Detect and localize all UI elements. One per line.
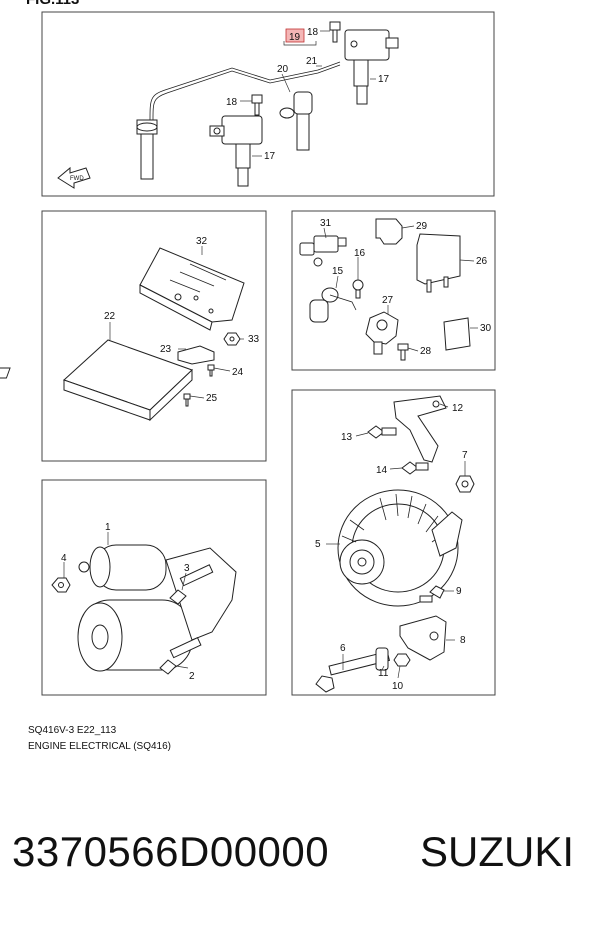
plug-wire-outline bbox=[152, 64, 341, 121]
callout-17-left: 17 bbox=[264, 151, 276, 162]
callout-7: 7 bbox=[462, 450, 468, 461]
callout-9: 9 bbox=[456, 586, 462, 597]
bolt-14 bbox=[401, 461, 429, 475]
callout-24: 24 bbox=[232, 367, 244, 378]
callout-17-right: 17 bbox=[378, 74, 390, 85]
callout-12: 12 bbox=[452, 403, 464, 414]
sensor-27 bbox=[365, 311, 399, 355]
callout-32: 32 bbox=[196, 236, 208, 247]
nut-4 bbox=[51, 577, 71, 593]
fwd-arrow-icon: FWD bbox=[57, 166, 91, 189]
callout-18-top: 18 bbox=[307, 27, 319, 38]
callout-25: 25 bbox=[206, 393, 218, 404]
bolt-18-left bbox=[251, 94, 263, 116]
callout-2: 2 bbox=[189, 671, 195, 682]
bolt-18-right bbox=[329, 21, 341, 43]
bracket-8 bbox=[399, 615, 447, 661]
callout-14: 14 bbox=[376, 465, 388, 476]
bolt-3 bbox=[169, 564, 214, 605]
callout-22: 22 bbox=[104, 311, 116, 322]
callout-11: 11 bbox=[378, 668, 389, 679]
callout-15: 15 bbox=[332, 266, 344, 277]
callout-31: 31 bbox=[320, 218, 332, 229]
screw-24 bbox=[207, 364, 215, 377]
plug-boot-tube bbox=[140, 133, 154, 180]
ecm-unit-22 bbox=[0, 339, 193, 422]
callout-20: 20 bbox=[277, 64, 289, 75]
callout-13: 13 bbox=[341, 432, 353, 443]
screw-25 bbox=[183, 393, 191, 407]
fwd-label: FWD bbox=[70, 176, 84, 182]
callout-33: 33 bbox=[248, 334, 260, 345]
bolt-28 bbox=[397, 343, 409, 361]
bracket-23 bbox=[177, 345, 215, 365]
ignition-coil-right bbox=[344, 29, 399, 105]
ecm-cover-32 bbox=[139, 247, 245, 331]
callout-26: 26 bbox=[476, 256, 488, 267]
panel-alternator bbox=[291, 389, 496, 696]
bolt-9 bbox=[419, 585, 445, 603]
connector-31 bbox=[299, 235, 347, 267]
callout-3: 3 bbox=[184, 563, 190, 574]
product-line: 3370566D00000 SUZUKI bbox=[0, 828, 600, 898]
bolt-13 bbox=[367, 425, 397, 439]
switch-29 bbox=[375, 218, 403, 245]
callout-23: 23 bbox=[160, 344, 172, 355]
callout-28: 28 bbox=[420, 346, 432, 357]
alternator-5 bbox=[337, 489, 463, 607]
plug-boot-20 bbox=[279, 91, 313, 151]
panel-ignition bbox=[41, 11, 495, 197]
callout-5: 5 bbox=[315, 539, 321, 550]
callout-6: 6 bbox=[340, 643, 346, 654]
callout-8: 8 bbox=[460, 635, 466, 646]
figure-label: FIG.113 bbox=[26, 0, 79, 8]
panel-starter bbox=[41, 479, 267, 696]
screw-16 bbox=[352, 279, 364, 299]
callout-27: 27 bbox=[382, 295, 394, 306]
ignition-coil-left bbox=[209, 115, 263, 187]
exploded-view: FWD bbox=[0, 11, 496, 696]
callout-30: 30 bbox=[480, 323, 492, 334]
brand-name: SUZUKI bbox=[420, 828, 575, 875]
callout-21: 21 bbox=[306, 56, 318, 67]
callout-29: 29 bbox=[416, 221, 428, 232]
callout-16: 16 bbox=[354, 248, 366, 259]
plug-wire bbox=[149, 61, 341, 121]
callout-10: 10 bbox=[392, 681, 404, 692]
pad-30 bbox=[443, 317, 471, 351]
sleeve-11 bbox=[375, 647, 389, 671]
callout-4: 4 bbox=[61, 553, 67, 564]
bracket-12 bbox=[393, 395, 447, 463]
caption-code: SQ416V-3 E22_113 bbox=[28, 725, 117, 736]
nut-7 bbox=[455, 475, 475, 493]
starter-motor-1 bbox=[77, 544, 237, 672]
panel-relays bbox=[291, 210, 496, 371]
relay-26 bbox=[416, 233, 461, 293]
nut-33 bbox=[223, 332, 241, 346]
callout-19: 19 bbox=[289, 32, 301, 43]
callout-1: 1 bbox=[105, 522, 111, 533]
callout-19-highlight bbox=[285, 28, 305, 43]
bolt-6 bbox=[315, 650, 391, 693]
panel-ecm bbox=[41, 210, 267, 462]
parts-diagram: FIG.113 bbox=[0, 0, 496, 752]
part-number: 3370566D00000 bbox=[12, 828, 330, 875]
plug-boot-ring bbox=[136, 122, 158, 132]
callout-18-left: 18 bbox=[226, 97, 238, 108]
caption-title: ENGINE ELECTRICAL (SQ416) bbox=[28, 741, 172, 752]
sensor-15 bbox=[309, 287, 357, 323]
nut-10 bbox=[393, 653, 411, 667]
